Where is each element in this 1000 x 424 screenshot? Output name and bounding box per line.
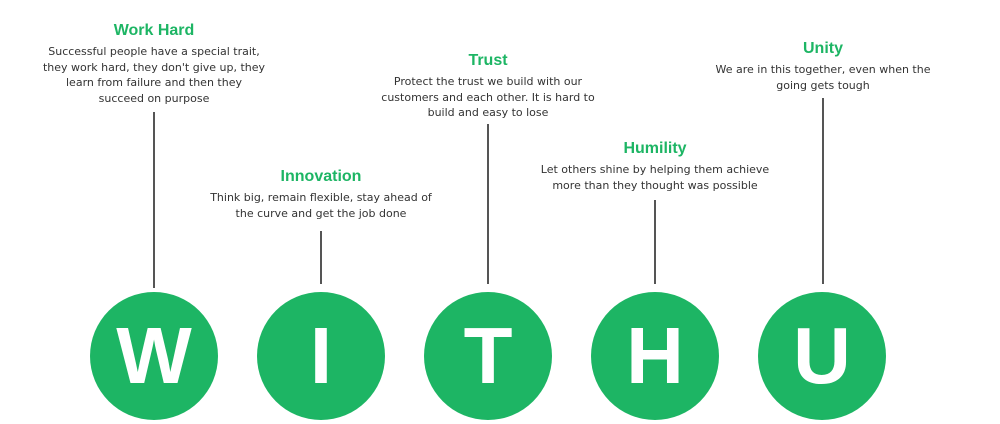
value-title: Unity [803, 40, 843, 57]
letter: H [626, 311, 684, 400]
value-unity: Unity We are in this together, even when… [698, 38, 948, 98]
value-description: Think big, remain flexible, stay ahead o… [210, 191, 432, 220]
letter: U [793, 311, 851, 400]
value-description: Protect the trust we build with our cust… [381, 75, 595, 119]
connector-line [320, 231, 322, 284]
value-description: We are in this together, even when the g… [715, 63, 931, 92]
connector-line [654, 200, 656, 284]
value-description: Let others shine by helping them achieve… [540, 163, 770, 192]
letter-circle-i: I [257, 292, 385, 420]
connector-line [822, 98, 824, 284]
value-trust: Trust Protect the trust we build with ou… [363, 50, 613, 120]
letter: W [116, 311, 192, 400]
letter-circle-h: H [591, 292, 719, 420]
letter-circle-u: U [758, 292, 886, 420]
value-work-hard: Work Hard Successful people have a speci… [34, 20, 274, 120]
value-title: Trust [468, 52, 508, 69]
connector-line [487, 124, 489, 284]
letter-circle-w: W [90, 292, 218, 420]
letter: T [463, 311, 513, 400]
connector-line [153, 112, 155, 288]
value-title: Innovation [280, 168, 362, 185]
value-title: Work Hard [113, 22, 195, 39]
letter-circle-t: T [424, 292, 552, 420]
value-title: Humility [623, 140, 687, 157]
value-humility: Humility Let others shine by helping the… [530, 138, 780, 198]
letter: I [309, 311, 333, 400]
value-innovation: Innovation Think big, remain flexible, s… [196, 166, 446, 226]
value-description: Successful people have a special trait, … [42, 45, 266, 105]
